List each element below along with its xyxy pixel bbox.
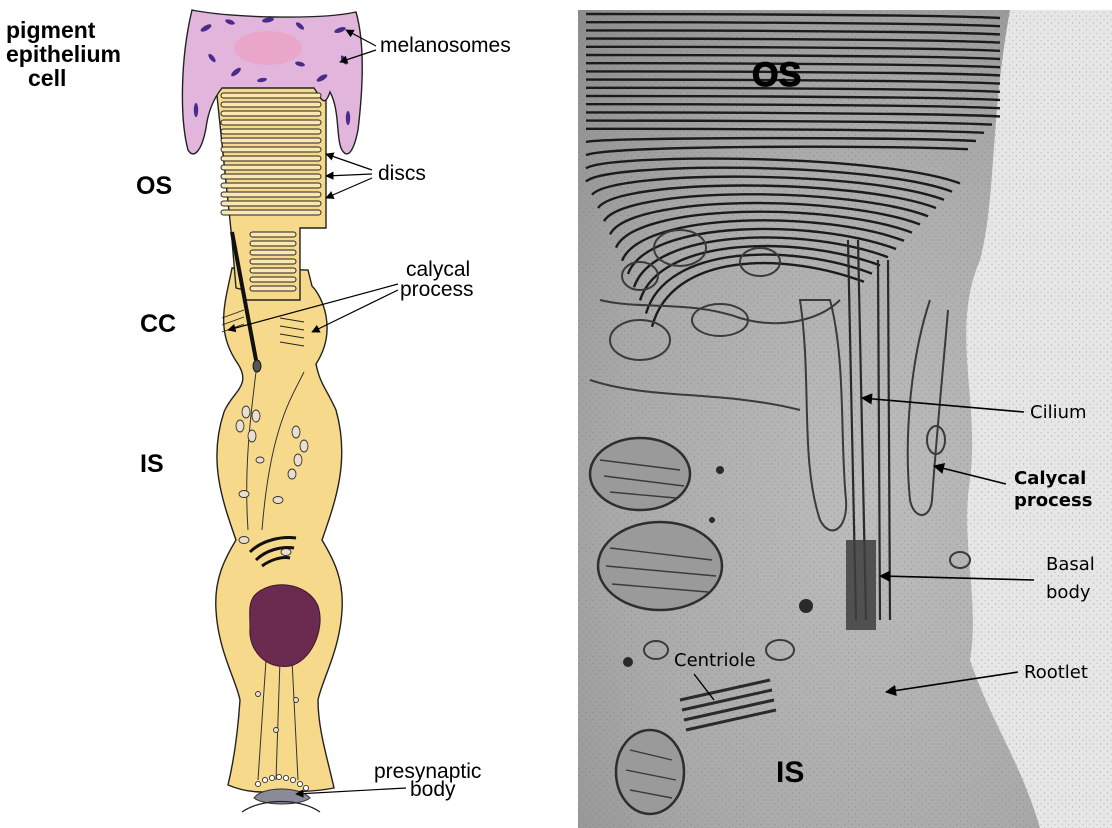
- organelle: [292, 426, 300, 438]
- centriole-label: Centriole: [674, 650, 756, 671]
- disc: [221, 120, 321, 125]
- melanosomes-label: melanosomes: [380, 34, 511, 57]
- melanosome: [346, 111, 350, 125]
- disc-arrow-2: [326, 174, 372, 176]
- basal-label-line-2: body: [1046, 582, 1091, 603]
- vesicle: [290, 777, 295, 782]
- disc: [221, 138, 321, 143]
- organelle: [281, 549, 291, 556]
- basal-body: [253, 360, 261, 372]
- organelle: [252, 410, 260, 422]
- os-label: OS: [136, 172, 172, 200]
- disc: [250, 277, 296, 282]
- disc: [221, 129, 321, 134]
- mitochondrion: [590, 438, 690, 510]
- disc: [250, 232, 296, 237]
- organelle: [239, 491, 249, 498]
- vesicle: [255, 781, 260, 786]
- disc: [221, 102, 321, 107]
- vesicle: [283, 775, 288, 780]
- pigment-cell-label-line-1: pigment: [6, 17, 96, 43]
- organelle: [242, 406, 250, 418]
- em-is-label: IS: [776, 756, 804, 789]
- disc: [221, 165, 321, 170]
- calycal-label-line-2: process: [400, 278, 474, 301]
- em-os-label: OS: [752, 56, 801, 94]
- organelle: [256, 457, 264, 463]
- cilium-label: Cilium: [1030, 402, 1087, 423]
- cc-label: CC: [140, 310, 176, 338]
- disc: [221, 111, 321, 116]
- disc: [250, 241, 296, 246]
- pigment-cell-label-line-2: epithelium: [6, 41, 121, 67]
- em-basal-body: [846, 540, 876, 630]
- disc: [221, 174, 321, 179]
- melanosome: [194, 103, 198, 117]
- disc: [221, 183, 321, 188]
- inner-segment-body: [216, 268, 343, 792]
- organelle: [239, 537, 249, 544]
- discs-label: discs: [378, 162, 426, 185]
- vesicle: [297, 781, 302, 786]
- mitochondrion: [616, 730, 684, 814]
- presynaptic-label-line-2: body: [410, 778, 456, 801]
- disc: [221, 93, 321, 98]
- disc: [250, 259, 296, 264]
- disc: [221, 210, 321, 215]
- vesicle: [276, 774, 281, 779]
- calycal-label-em-line-2: process: [1014, 490, 1092, 511]
- vesicle: [303, 785, 308, 790]
- disc: [250, 286, 296, 291]
- organelle: [288, 469, 296, 479]
- organelle: [256, 692, 261, 697]
- disc: [250, 268, 296, 273]
- organelle: [294, 454, 302, 466]
- is-label: IS: [140, 450, 164, 478]
- disc: [221, 192, 321, 197]
- basal-label-line-1: Basal: [1046, 554, 1095, 575]
- rod-cell-diagram: pigment epithelium cell melanosomes OS d…: [6, 10, 511, 812]
- organelle: [274, 728, 279, 733]
- pigment-cell-nucleus: [234, 31, 302, 65]
- organelle: [248, 430, 256, 442]
- disc-arrow-1: [326, 154, 372, 170]
- disc-arrow-3: [326, 178, 372, 198]
- organelle: [300, 440, 308, 452]
- calycal-label-em-line-1: Calycal: [1014, 468, 1086, 489]
- mitochondrion: [598, 522, 722, 610]
- organelle: [236, 420, 244, 432]
- electron-micrograph: OS IS Cilium Calycal process Basal body …: [578, 10, 1112, 828]
- disc: [221, 156, 321, 161]
- disc: [221, 201, 321, 206]
- vesicle: [269, 775, 274, 780]
- pigment-cell-label-line-3: cell: [28, 65, 66, 91]
- disc: [221, 147, 321, 152]
- disc: [250, 250, 296, 255]
- rootlet-label: Rootlet: [1024, 662, 1088, 683]
- organelle: [273, 497, 283, 504]
- vesicle: [262, 777, 267, 782]
- organelle: [294, 698, 299, 703]
